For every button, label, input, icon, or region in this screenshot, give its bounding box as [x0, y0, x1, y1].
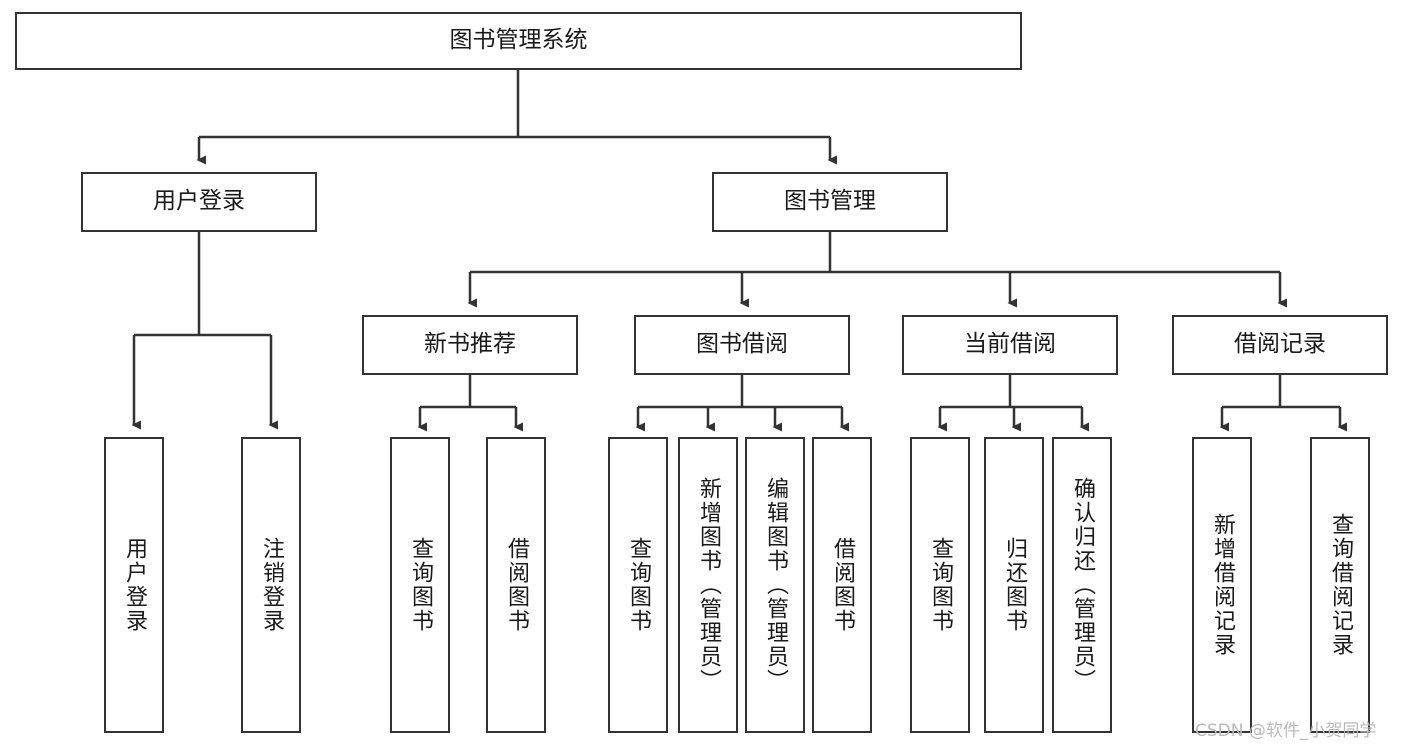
node-leaf-add-borrow-record-label: 新增借阅记录 — [1210, 513, 1235, 657]
node-leaf-query-book-recommend[interactable]: 查询图书 — [390, 437, 450, 733]
node-leaf-add-book-admin[interactable]: 新增图书（管理员） — [678, 437, 738, 733]
node-leaf-user-logout[interactable]: 注销登录 — [241, 437, 301, 733]
node-root-label: 图书管理系统 — [449, 27, 588, 54]
node-user-login[interactable]: 用户登录 — [81, 172, 317, 232]
node-leaf-user-logout-label: 注销登录 — [259, 537, 284, 633]
node-leaf-borrow-book[interactable]: 借阅图书 — [812, 437, 872, 733]
node-leaf-user-login-label: 用户登录 — [122, 537, 147, 633]
node-new-book-recommend-label: 新书推荐 — [424, 331, 516, 358]
node-leaf-query-borrow-record[interactable]: 查询借阅记录 — [1310, 437, 1370, 733]
node-current-borrow-label: 当前借阅 — [964, 331, 1056, 358]
node-leaf-query-book-borrow-label: 查询图书 — [626, 537, 651, 633]
node-leaf-query-book-current[interactable]: 查询图书 — [910, 437, 970, 733]
node-book-borrow-label: 图书借阅 — [696, 331, 788, 358]
node-leaf-add-book-admin-label: 新增图书（管理员） — [696, 477, 721, 693]
node-leaf-add-borrow-record[interactable]: 新增借阅记录 — [1192, 437, 1252, 733]
node-current-borrow[interactable]: 当前借阅 — [902, 315, 1118, 375]
node-leaf-return-book[interactable]: 归还图书 — [984, 437, 1044, 733]
node-leaf-query-book-borrow[interactable]: 查询图书 — [608, 437, 668, 733]
node-leaf-borrow-book-recommend-label: 借阅图书 — [504, 537, 529, 633]
node-book-management[interactable]: 图书管理 — [712, 172, 948, 232]
csdn-watermark: CSDN @软件_小贺同学 — [1195, 721, 1377, 741]
node-leaf-edit-book-admin[interactable]: 编辑图书（管理员） — [745, 437, 805, 733]
node-leaf-edit-book-admin-label: 编辑图书（管理员） — [763, 477, 788, 693]
node-leaf-return-book-label: 归还图书 — [1002, 537, 1027, 633]
node-borrow-record-label: 借阅记录 — [1234, 331, 1326, 358]
node-user-login-label: 用户登录 — [153, 188, 245, 215]
node-book-management-label: 图书管理 — [784, 188, 876, 215]
node-leaf-query-borrow-record-label: 查询借阅记录 — [1328, 513, 1353, 657]
node-leaf-query-book-recommend-label: 查询图书 — [408, 537, 433, 633]
node-leaf-user-login[interactable]: 用户登录 — [104, 437, 164, 733]
node-leaf-confirm-return-admin[interactable]: 确认归还（管理员） — [1052, 437, 1112, 733]
node-borrow-record[interactable]: 借阅记录 — [1172, 315, 1388, 375]
node-root-system[interactable]: 图书管理系统 — [15, 12, 1022, 70]
node-leaf-borrow-book-recommend[interactable]: 借阅图书 — [486, 437, 546, 733]
node-leaf-confirm-return-admin-label: 确认归还（管理员） — [1070, 477, 1095, 693]
node-leaf-borrow-book-label: 借阅图书 — [830, 537, 855, 633]
node-new-book-recommend[interactable]: 新书推荐 — [362, 315, 578, 375]
node-book-borrow[interactable]: 图书借阅 — [634, 315, 850, 375]
node-leaf-query-book-current-label: 查询图书 — [928, 537, 953, 633]
